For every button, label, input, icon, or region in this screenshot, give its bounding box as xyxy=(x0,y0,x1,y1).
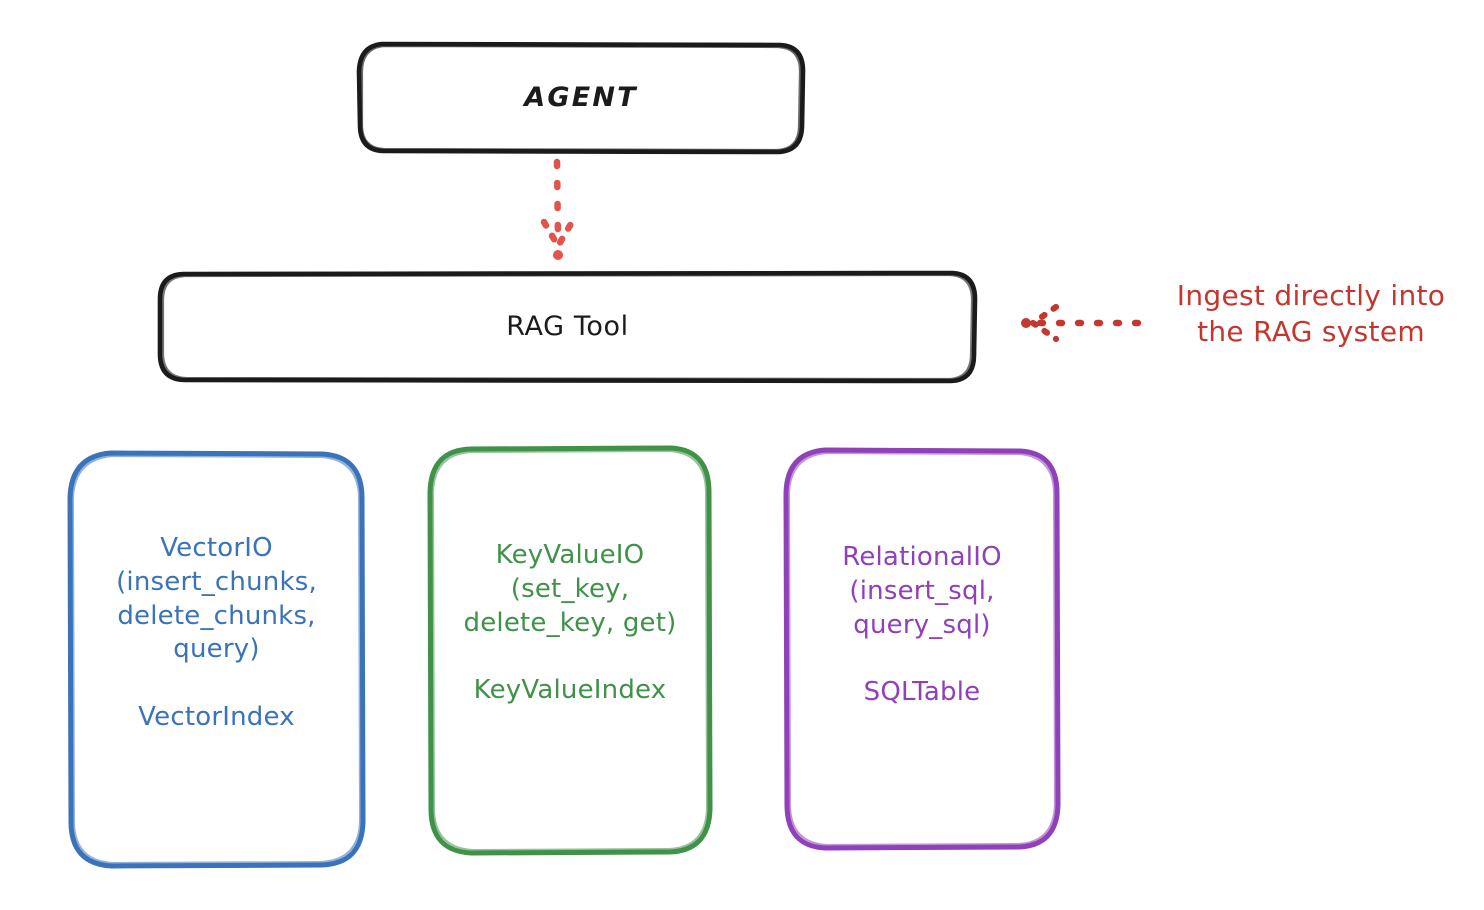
node-relational-io[interactable]: RelationalIO (insert_sql, query_sql) SQL… xyxy=(783,447,1061,851)
node-key-value-io[interactable]: KeyValueIO (set_key, delete_key, get) Ke… xyxy=(427,445,713,856)
node-vector-io-label: VectorIO (insert_chunks, delete_chunks, … xyxy=(116,533,317,732)
annotation-ingest-directly: Ingest directly into the RAG system xyxy=(1176,279,1446,349)
node-rag-tool-label: RAG Tool xyxy=(506,310,629,342)
node-agent[interactable]: AGENT xyxy=(356,41,806,155)
connector-agent-to-rag-tool xyxy=(540,158,576,260)
connector-ingest-arrow xyxy=(1021,303,1142,343)
node-rag-tool[interactable]: RAG Tool xyxy=(157,270,978,384)
node-key-value-io-label: KeyValueIO (set_key, delete_key, get) Ke… xyxy=(463,540,677,706)
node-agent-label: AGENT xyxy=(524,81,638,113)
node-relational-io-label: RelationalIO (insert_sql, query_sql) SQL… xyxy=(842,542,1002,708)
node-vector-io[interactable]: VectorIO (insert_chunks, delete_chunks, … xyxy=(67,450,366,869)
